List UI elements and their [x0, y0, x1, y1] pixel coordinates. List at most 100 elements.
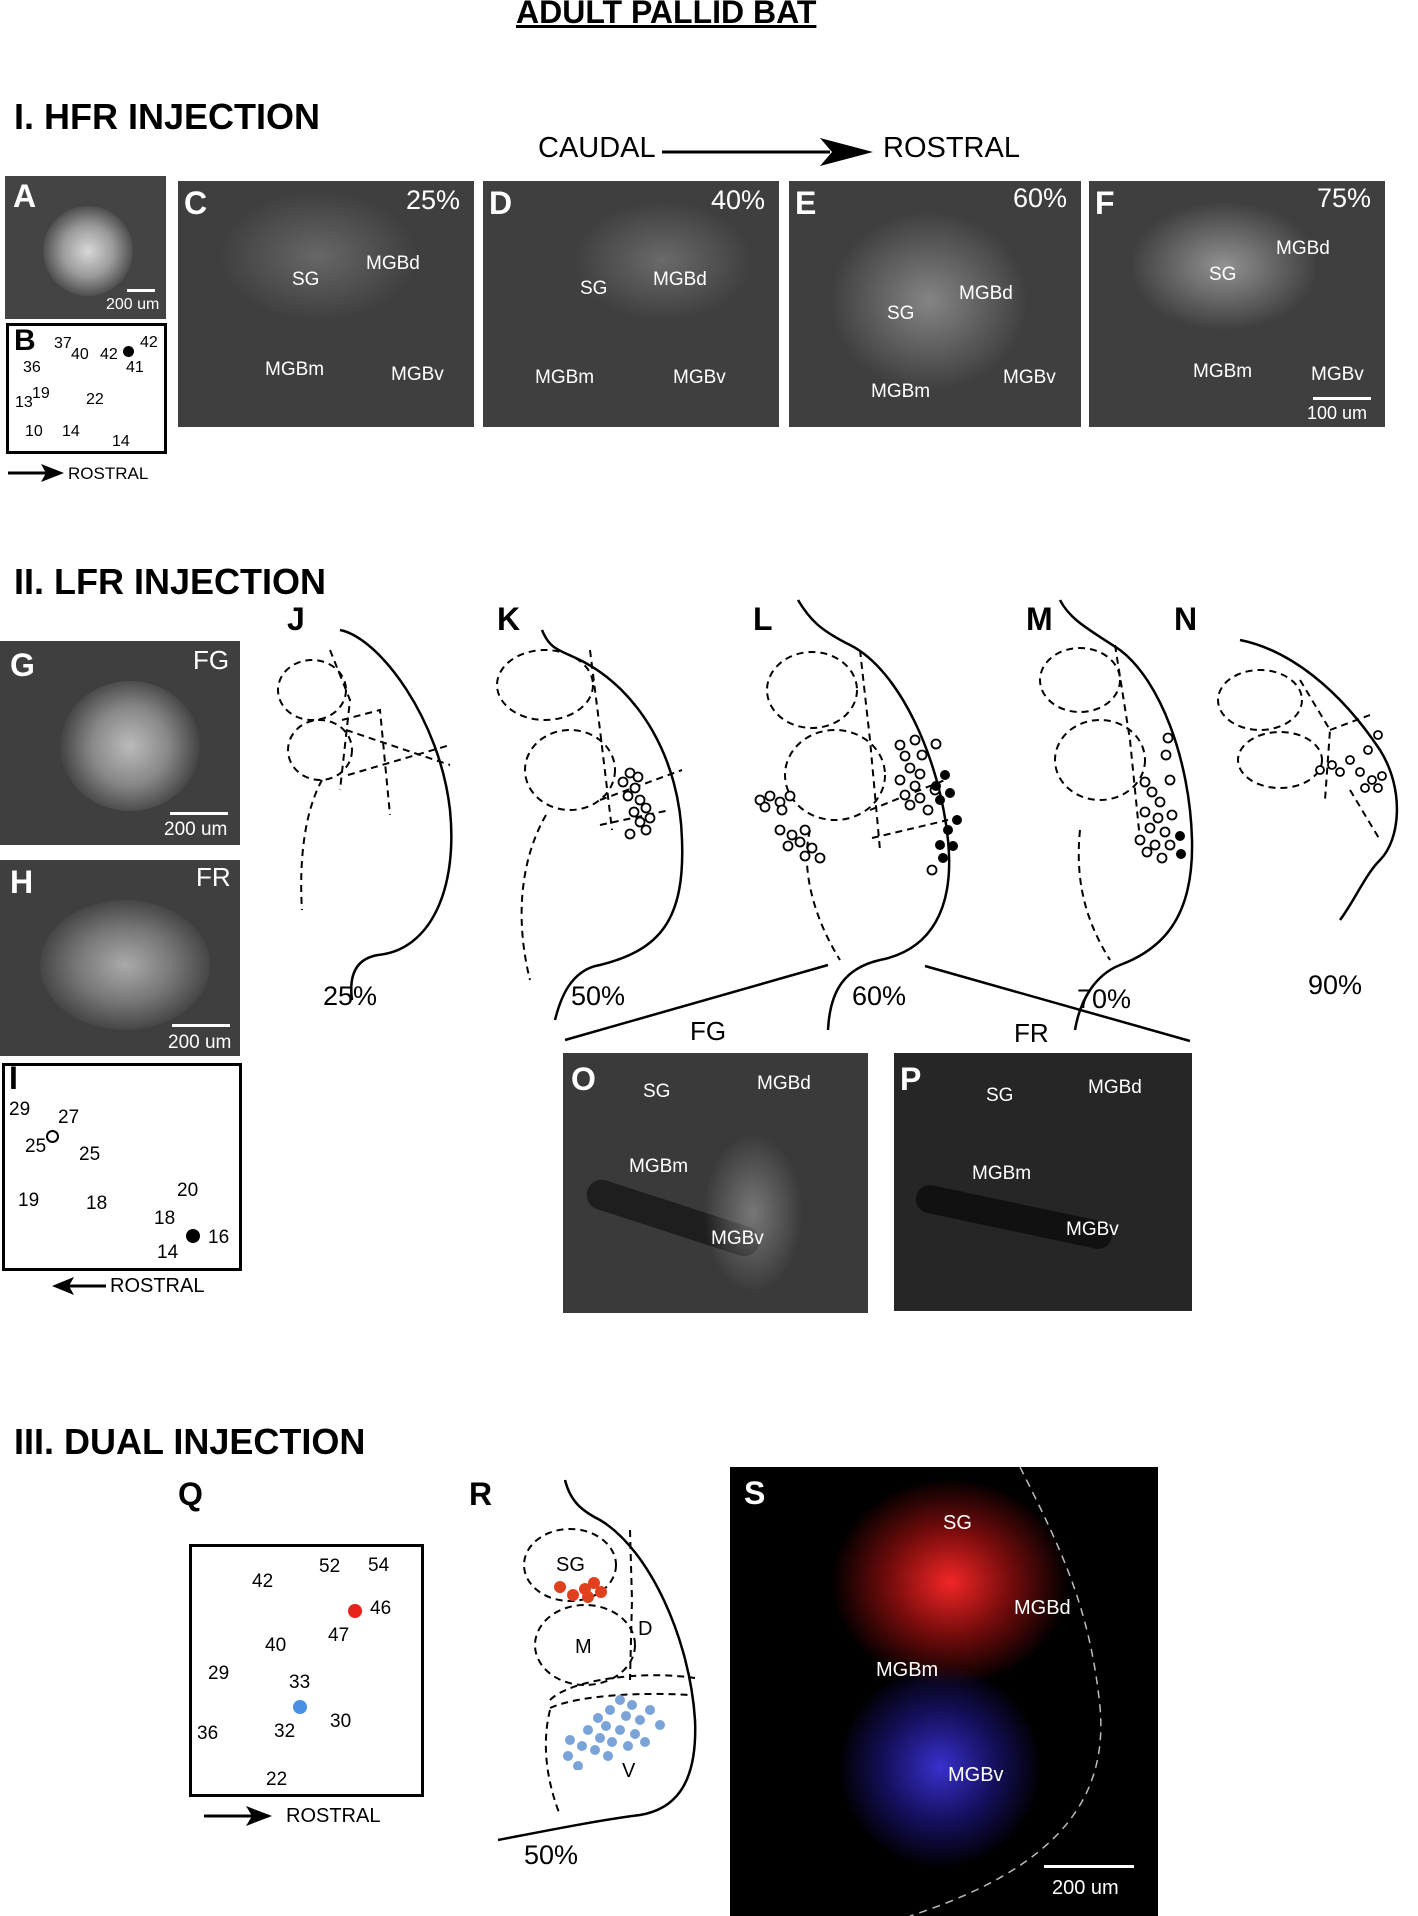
- panel-a-letter: A: [13, 178, 37, 214]
- panel-b-injection-map: B 37 40 42 42 41 36 13 19 22 10 14 14: [6, 323, 167, 454]
- panel-f-scale-bar: [1313, 397, 1371, 400]
- panel-b-rostral-label: ROSTRAL: [68, 464, 149, 483]
- site-number: 27: [58, 1107, 80, 1128]
- label-sg: SG: [1209, 264, 1237, 285]
- panel-g-letter: G: [10, 647, 35, 683]
- panel-m-letter: M: [1026, 601, 1053, 637]
- panel-s-micrograph: S SG MGBd MGBm MGBv 200 um: [730, 1467, 1158, 1916]
- panel-j-letter: J: [287, 601, 305, 637]
- rostral-label: ROSTRAL: [883, 132, 1020, 164]
- site-number: 25: [79, 1144, 101, 1165]
- panel-l-percent: 60%: [852, 981, 907, 1011]
- panel-e-letter: E: [795, 185, 817, 221]
- label-mgbd: MGBd: [959, 283, 1013, 304]
- label-mgbv: MGBv: [948, 1764, 1004, 1786]
- rostral-arrow-left-icon: [52, 1277, 106, 1295]
- panel-n-percent: 90%: [1308, 970, 1363, 1000]
- panel-j-percent: 25%: [323, 981, 378, 1011]
- injection-site-filled: [186, 1229, 200, 1243]
- site-number: 54: [368, 1555, 390, 1576]
- caudal-rostral-arrow: [662, 138, 873, 166]
- panel-c-micrograph: C 25% SG MGBd MGBm MGBv: [178, 181, 474, 427]
- site-number: 13: [15, 394, 33, 411]
- panel-c-letter: C: [184, 185, 208, 221]
- site-number: 42: [100, 346, 118, 363]
- label-mgbm: MGBm: [265, 359, 325, 380]
- panel-g-scale-bar: [170, 812, 228, 815]
- panel-r-cell-markers: [554, 1577, 665, 1770]
- panel-s-scale-label: 200 um: [1052, 1877, 1119, 1899]
- panel-h-micrograph: H FR 200 um: [0, 860, 240, 1056]
- site-number: 47: [328, 1625, 350, 1646]
- injection-site-open: [46, 1130, 59, 1143]
- panel-l-letter: L: [753, 601, 773, 637]
- site-number: 18: [154, 1208, 176, 1229]
- site-number: 10: [25, 423, 43, 440]
- panel-g-micrograph: G FG 200 um: [0, 641, 240, 845]
- panel-q-rostral-label: ROSTRAL: [286, 1805, 381, 1827]
- site-number: 22: [266, 1769, 288, 1790]
- site-number: 14: [157, 1242, 179, 1263]
- panel-p-header: FR: [1014, 1018, 1049, 1048]
- panel-f-scale-label: 100 um: [1307, 403, 1368, 423]
- panel-q-letter: Q: [178, 1476, 203, 1512]
- label-mgbm: MGBm: [876, 1659, 939, 1681]
- site-number: 14: [112, 433, 130, 450]
- panel-d-micrograph: D 40% SG MGBd MGBm MGBv: [483, 181, 779, 427]
- section-1-heading: I. HFR INJECTION: [14, 96, 321, 137]
- label-m: M: [575, 1636, 592, 1658]
- panel-o-letter: O: [571, 1061, 596, 1097]
- panel-o-header: FG: [690, 1016, 727, 1046]
- label-v: V: [622, 1760, 636, 1782]
- site-number: 52: [319, 1556, 341, 1577]
- panel-i-injection-map: I 29 27 25 25 20 19 18 18 14 16: [2, 1060, 242, 1271]
- site-number: 19: [32, 385, 50, 402]
- site-number: 40: [71, 346, 89, 363]
- label-mgbv: MGBv: [711, 1228, 764, 1249]
- panel-d-letter: D: [489, 185, 513, 221]
- panel-h-scale-label: 200 um: [168, 1032, 232, 1053]
- rostral-arrow-icon: [8, 464, 64, 482]
- panel-e-percent: 60%: [1013, 183, 1068, 213]
- site-number: 29: [208, 1663, 230, 1684]
- section-3-heading: III. DUAL INJECTION: [14, 1421, 366, 1462]
- site-number: 41: [126, 359, 144, 376]
- site-number: 36: [197, 1723, 219, 1744]
- site-number: 22: [86, 391, 104, 408]
- panel-r-drawing: [497, 1479, 697, 1842]
- panel-g-scale-label: 200 um: [164, 819, 228, 840]
- label-mgbv: MGBv: [673, 367, 726, 388]
- label-mgbd: MGBd: [1276, 238, 1330, 259]
- panel-h-scale-bar: [172, 1024, 230, 1027]
- site-number: 18: [86, 1193, 108, 1214]
- figure-title: ADULT PALLID BAT: [516, 0, 817, 30]
- label-mgbd: MGBd: [366, 253, 420, 274]
- label-sg: SG: [643, 1081, 671, 1102]
- site-number: 46: [370, 1598, 392, 1619]
- label-mgbd: MGBd: [1014, 1597, 1071, 1619]
- label-mgbv: MGBv: [391, 364, 444, 385]
- panel-f-micrograph: F 75% SG MGBd MGBm MGBv 100 um: [1089, 181, 1385, 427]
- label-mgbv: MGBv: [1066, 1219, 1119, 1240]
- lfr-section-drawings: [277, 599, 1399, 1043]
- site-number: 42: [252, 1571, 274, 1592]
- section-2-heading: II. LFR INJECTION: [14, 561, 327, 602]
- label-sg: SG: [556, 1554, 585, 1576]
- panel-b-letter: B: [14, 324, 36, 357]
- panel-k-letter: K: [497, 601, 521, 637]
- label-mgbd: MGBd: [757, 1073, 811, 1094]
- panel-s-scale-bar: [1044, 1865, 1134, 1868]
- panel-g-tag: FG: [193, 645, 230, 675]
- site-number: 29: [9, 1099, 31, 1120]
- site-number: 19: [18, 1190, 40, 1211]
- panel-p-micrograph: P SG MGBd MGBm MGBv: [894, 1053, 1192, 1311]
- panel-o-micrograph: O SG MGBd MGBm MGBv: [563, 1053, 868, 1313]
- panel-f-letter: F: [1095, 185, 1115, 221]
- label-sg: SG: [943, 1512, 972, 1534]
- panel-a-scale-label: 200 um: [106, 296, 160, 313]
- site-number: 36: [23, 359, 41, 376]
- panel-d-percent: 40%: [711, 185, 766, 215]
- label-mgbd: MGBd: [653, 269, 707, 290]
- label-mgbv: MGBv: [1311, 364, 1364, 385]
- site-number: 37: [54, 335, 72, 352]
